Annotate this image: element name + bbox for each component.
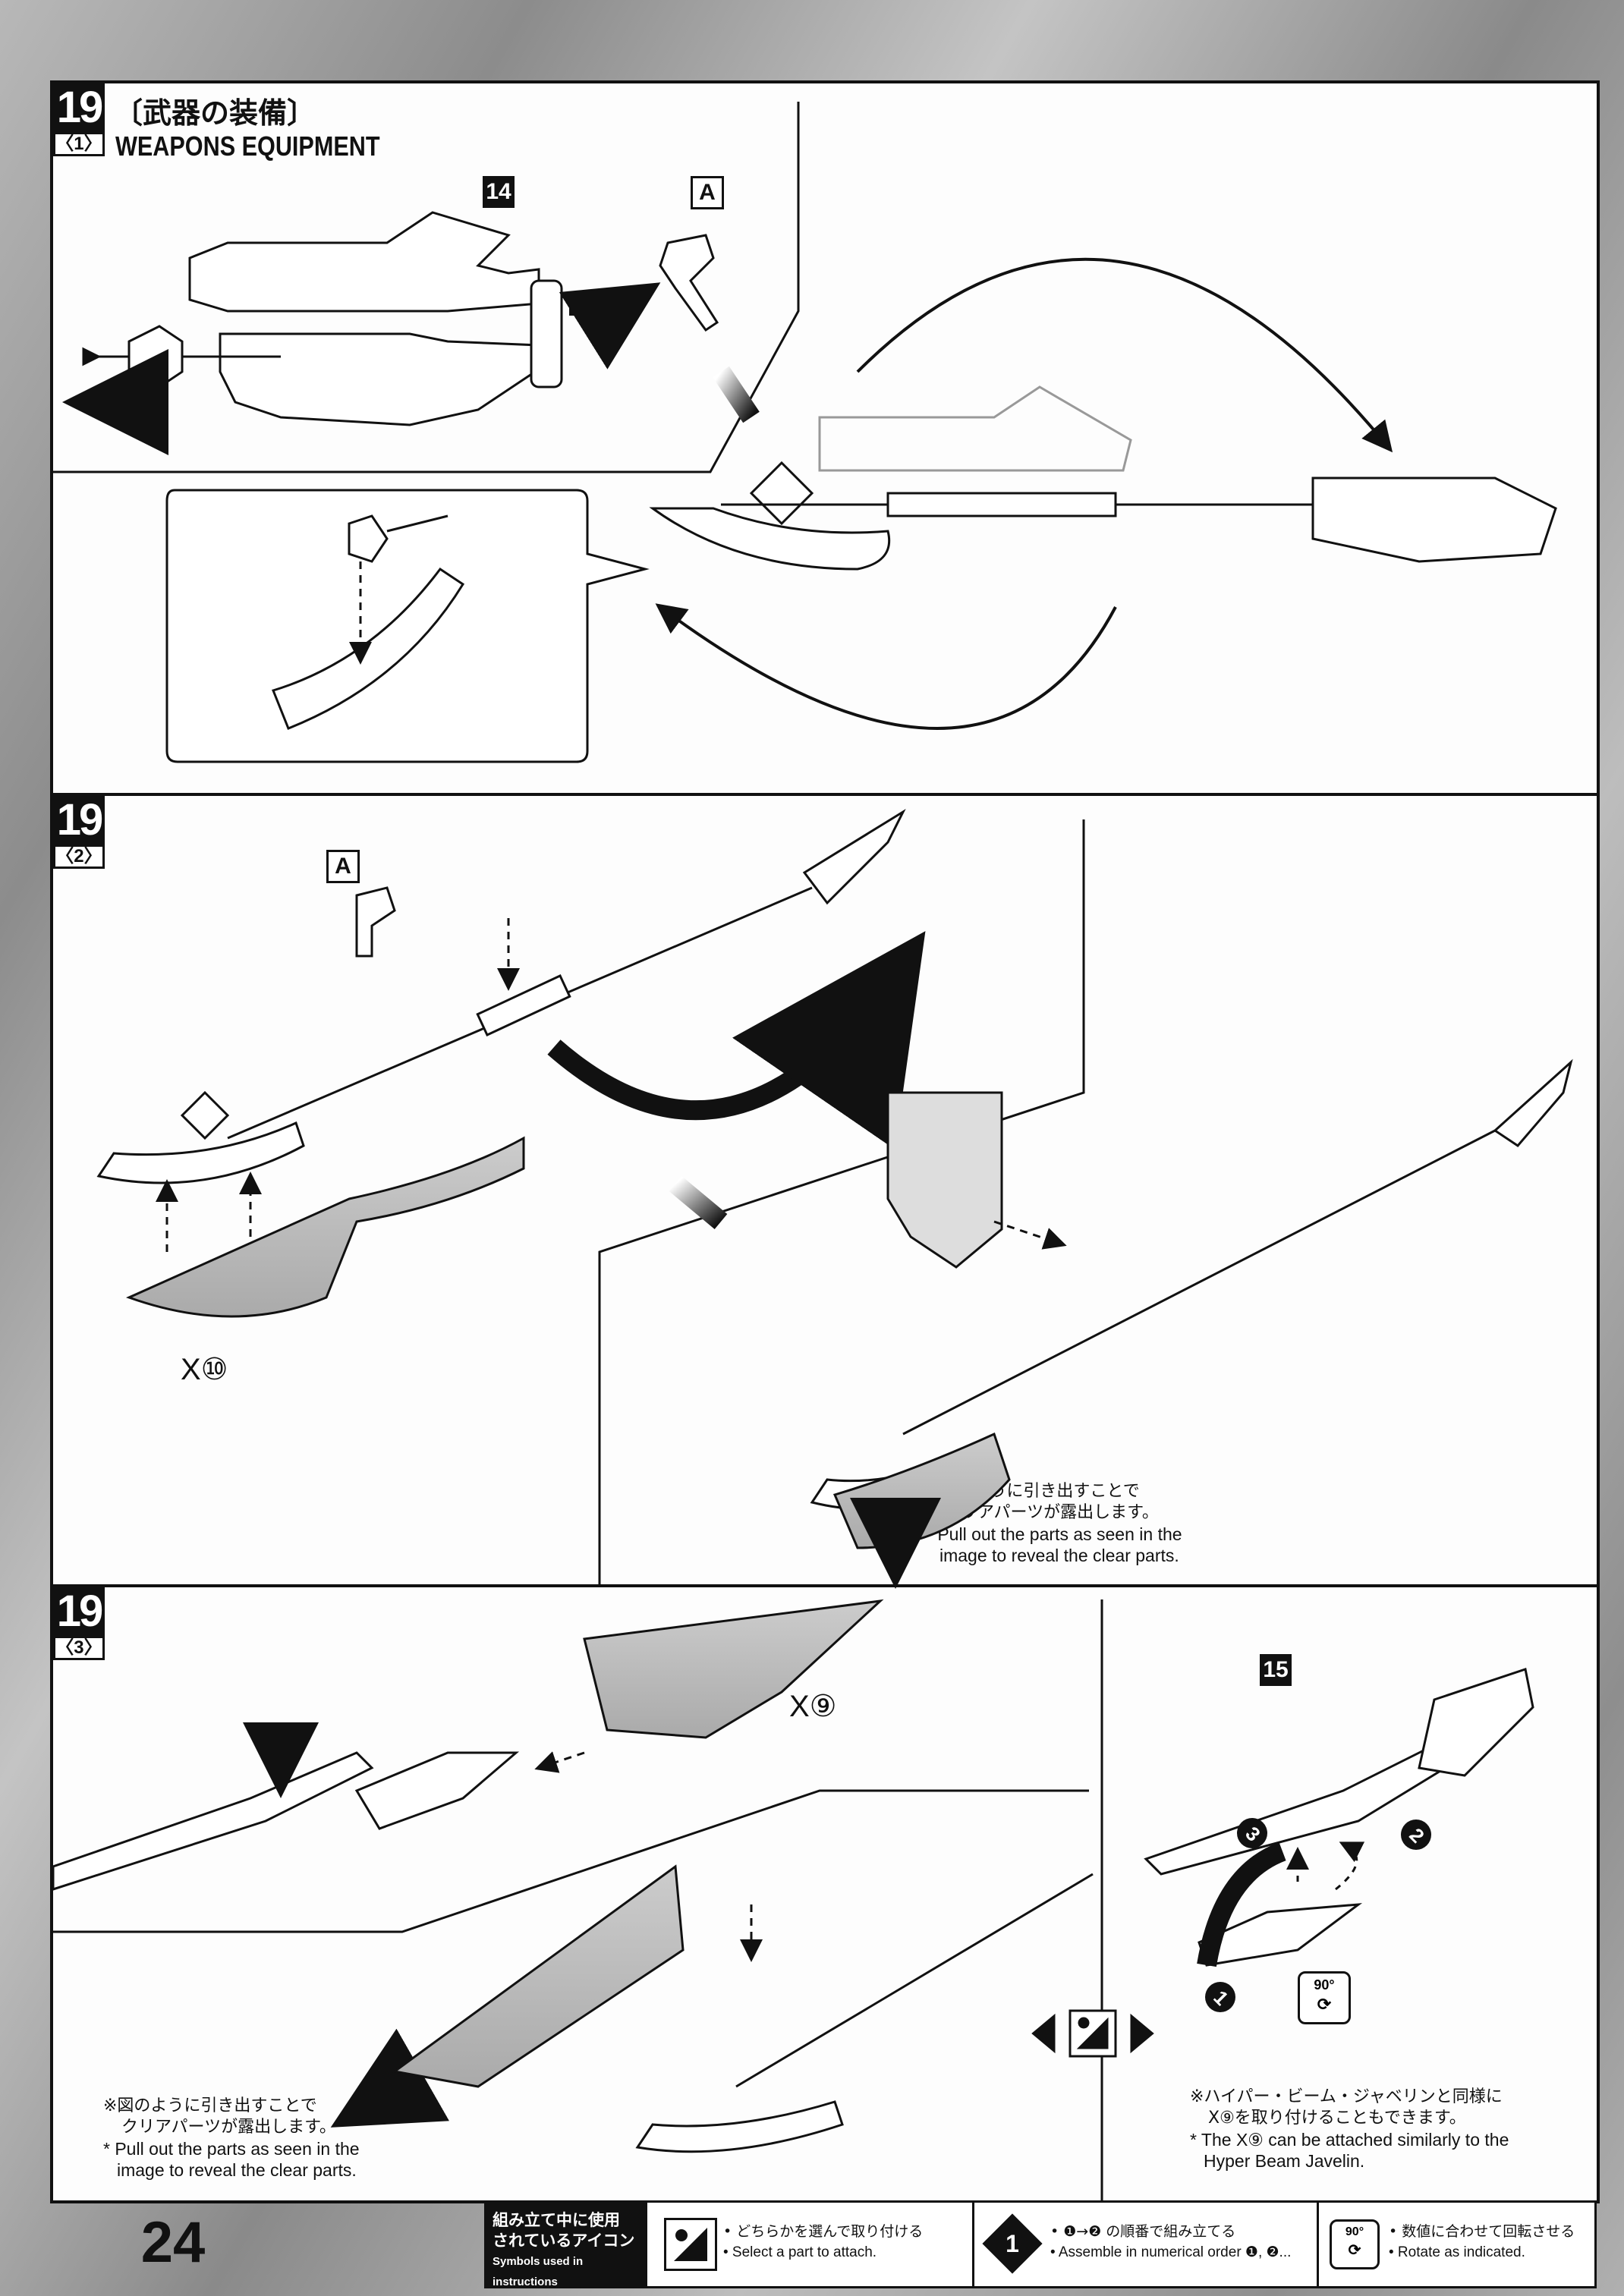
note-en-line1: * The X⑨ can be attached similarly to th…	[1190, 2130, 1509, 2150]
weapon-part-14	[82, 211, 563, 426]
numerical-order-badge: 1	[1006, 2230, 1019, 2257]
curved-arrow-step3	[330, 2028, 449, 2128]
legend-item-order-text: • ❶→❷ の順番で組み立てる • Assemble in numerical …	[1050, 2221, 1291, 2263]
rotation-arc-top	[856, 257, 1393, 453]
clear-part-x10	[125, 1136, 525, 1318]
note-en-line2: Hyper Beam Javelin.	[1204, 2151, 1365, 2171]
quantity-x10: X⑩	[181, 1353, 228, 1386]
step-title-jp: 〔武器の装備〕	[114, 96, 316, 130]
legend-rotate-en: • Rotate as indicated.	[1389, 2244, 1525, 2260]
sub-step-label-3: 〈3〉	[53, 1636, 105, 1660]
legend-order-jp: • ❶→❷ の順番で組み立てる	[1050, 2223, 1236, 2240]
part-a-step2	[355, 886, 396, 958]
curved-arrow-right	[559, 282, 661, 370]
assembled-weapon-ghost	[818, 385, 1132, 472]
rotate-badge: 90° ⟳	[1298, 1971, 1351, 2024]
swing-arrow	[547, 931, 926, 1150]
sub-step-label-2: 〈2〉	[53, 844, 105, 869]
instruction-sheet: 19 〈1〉 〔武器の装備〕 WEAPONS EQUIPMENT 19 〈2〉 …	[50, 80, 1600, 2203]
clear-part-revealed	[832, 1432, 1011, 1549]
dashed-arrow-hand	[993, 1220, 1067, 1250]
legend-item-order: 1 • ❶→❷ の順番で組み立てる • Assemble in numerica…	[972, 2203, 1308, 2286]
hand-gripping-weapon	[886, 1091, 1003, 1269]
select-part-icon	[664, 2218, 717, 2271]
weapon-part-a	[659, 234, 719, 332]
icon-legend: 組み立て中に使用 されているアイコン Symbols used in instr…	[484, 2200, 1597, 2288]
step3-frame-lines	[53, 1599, 1103, 2200]
legend-item-select-text: • どちらかを選んで取り付ける • Select a part to attac…	[723, 2221, 923, 2263]
part-label-a-step2: A	[326, 850, 360, 883]
fade-arrow-down	[713, 366, 760, 423]
page-number: 24	[140, 2210, 206, 2275]
rotate-legend-label: 90°	[1345, 2225, 1364, 2238]
dashed-arrow-2	[1335, 1842, 1365, 1891]
legend-rotate-jp: • 数値に合わせて回転させる	[1389, 2223, 1575, 2240]
rotation-arc-bottom	[655, 603, 1117, 730]
step-title-en: WEAPONS EQUIPMENT	[115, 131, 380, 162]
sub-step-label-1: 〈1〉	[53, 132, 105, 156]
detail-callout-parts	[272, 514, 465, 730]
clear-part-x9	[583, 1599, 884, 1739]
weapon-tip-parts	[53, 1722, 520, 1891]
assembled-weapon	[649, 461, 1557, 571]
assembly-illustrations	[53, 102, 1573, 2200]
note-en-line2: image to reveal the clear parts.	[117, 2160, 357, 2180]
step2-weapon-extended	[96, 808, 906, 1184]
step2-frame-lines	[598, 819, 1085, 1584]
rotate-arrow-icon: ⟳	[1348, 2242, 1361, 2259]
divider-step-2-3	[53, 1584, 1597, 1587]
step-number-3: 19	[53, 1587, 105, 1636]
rotate-legend-icon: 90° ⟳	[1330, 2219, 1380, 2269]
note-pull-out-step3: ※図のように引き出すことで クリアパーツが露出します。 * Pull out t…	[103, 2096, 360, 2181]
part-label-14: 14	[483, 176, 515, 208]
legend-select-jp: • どちらかを選んで取り付ける	[723, 2223, 924, 2240]
divider-step-1-2	[53, 793, 1597, 796]
step3-weapon-assembled	[635, 1873, 1094, 2153]
legend-item-rotate-text: • 数値に合わせて回転させる • Rotate as indicated.	[1389, 2221, 1575, 2263]
legend-item-select: • どちらかを選んで取り付ける • Select a part to attac…	[658, 2203, 961, 2286]
note-en-line1: * Pull out the parts as seen in the	[103, 2139, 360, 2159]
legend-order-en: • Assemble in numerical order ❶, ❷...	[1050, 2244, 1292, 2260]
dashed-arrow-x9	[534, 1751, 585, 1773]
note-en-line1: * Pull out the parts as seen in the	[926, 1524, 1182, 1544]
part-label-15: 15	[1260, 1654, 1292, 1686]
step1-frame-lines	[53, 102, 800, 473]
rotate-icon: ⟳	[1317, 1995, 1332, 2014]
legend-title-jp-1: 組み立て中に使用	[493, 2211, 620, 2229]
note-javelin: ※ハイパー・ビーム・ジャベリンと同様に X⑨を取り付けることもできます。 * T…	[1190, 2087, 1509, 2172]
note-jp-line1: ※図のように引き出すことで	[103, 2096, 317, 2115]
note-jp-line2: クリアパーツが露出します。	[121, 2118, 336, 2137]
legend-title-jp-2: されているアイコン	[493, 2232, 635, 2250]
rotate-badge-label: 90°	[1314, 1977, 1335, 1992]
fade-arrow-step2	[669, 1176, 728, 1229]
clear-spear-blade	[392, 1864, 685, 2088]
note-jp-line1: ※ハイパー・ビーム・ジャベリンと同様に	[1190, 2087, 1503, 2106]
javelin-15	[1144, 1668, 1534, 1967]
legend-select-en: • Select a part to attach.	[723, 2244, 877, 2260]
part-label-a: A	[691, 176, 724, 209]
quantity-x9: X⑨	[789, 1690, 837, 1723]
legend-item-rotate: 90° ⟳ • 数値に合わせて回転させる • Rotate as indicat…	[1317, 2203, 1592, 2286]
select-part-double-arrow	[1031, 2009, 1154, 2058]
note-jp-line2: X⑨を取り付けることもできます。	[1208, 2109, 1466, 2128]
step-number-2: 19	[53, 796, 105, 844]
legend-title: 組み立て中に使用 されているアイコン Symbols used in instr…	[486, 2203, 647, 2288]
rotate-arrow-javelin	[1197, 1842, 1286, 1967]
legend-title-en: Symbols used in instructions	[493, 2255, 584, 2288]
note-en-line2: image to reveal the clear parts.	[939, 1546, 1179, 1565]
step-number: 19	[53, 83, 105, 132]
